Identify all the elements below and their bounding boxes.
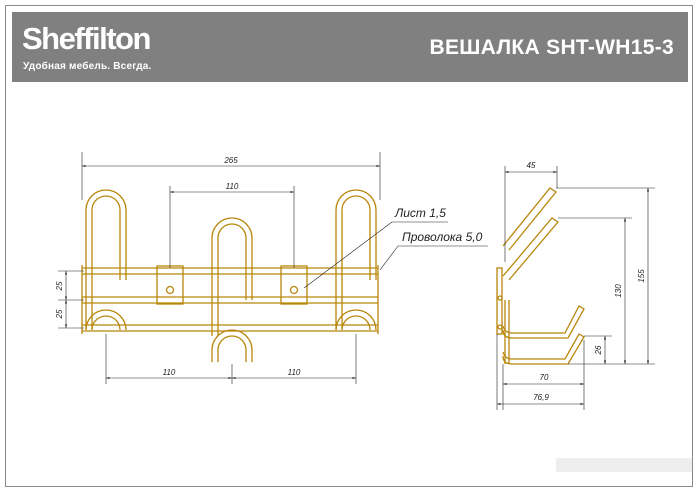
dim-top-depth: 45 xyxy=(527,161,536,170)
side-hook-upper xyxy=(502,305,585,339)
dim-hook-height: 26 xyxy=(594,345,603,355)
mount-hole-left xyxy=(165,285,175,295)
product-title: ВЕШАЛКА SHT-WH15-3 xyxy=(429,36,674,59)
center-hook-outer xyxy=(211,217,253,336)
dim-bottom-depth: 70 xyxy=(540,373,549,382)
dim-height-total: 155 xyxy=(637,269,646,283)
brand-logo: Sheffilton xyxy=(22,21,151,56)
side-back-plate xyxy=(496,267,503,335)
callout-sheet: Лист 1,5 xyxy=(394,206,446,220)
mount-hole-right xyxy=(289,285,299,295)
dim-height-inner: 130 xyxy=(614,284,623,298)
watermark xyxy=(556,458,692,472)
dim-overall-width: 265 xyxy=(223,156,238,165)
center-bottom-hook xyxy=(211,329,253,362)
center-hook-inner xyxy=(217,223,247,336)
side-view: 45 155 130 26 70 76,9 xyxy=(496,161,655,410)
dim-overall-depth: 76,9 xyxy=(533,393,549,402)
dim-vertical-2: 25 xyxy=(55,309,64,319)
left-hook-outer xyxy=(85,189,127,330)
dim-bottom-left: 110 xyxy=(163,368,176,377)
right-hook-outer xyxy=(335,189,377,330)
side-top-arm-inner xyxy=(502,217,559,281)
header-banner: Sheffilton Удобная мебель. Всегда. ВЕШАЛ… xyxy=(12,12,688,82)
dim-vertical-1: 25 xyxy=(55,281,64,291)
dim-top-spacing: 110 xyxy=(226,182,239,191)
mount-plate-right xyxy=(280,265,308,305)
dim-bottom-right: 110 xyxy=(288,368,301,377)
left-hook-inner xyxy=(91,195,121,330)
brand-tagline: Удобная мебель. Всегда. xyxy=(23,61,152,72)
front-view: 265 110 110 110 25 25 Лист 1,5 Проволока… xyxy=(55,152,488,384)
callout-wire: Проволока 5,0 xyxy=(402,230,483,244)
mount-plate-left xyxy=(156,265,184,305)
side-top-arm-outer xyxy=(502,187,557,251)
right-hook-inner xyxy=(341,195,371,330)
